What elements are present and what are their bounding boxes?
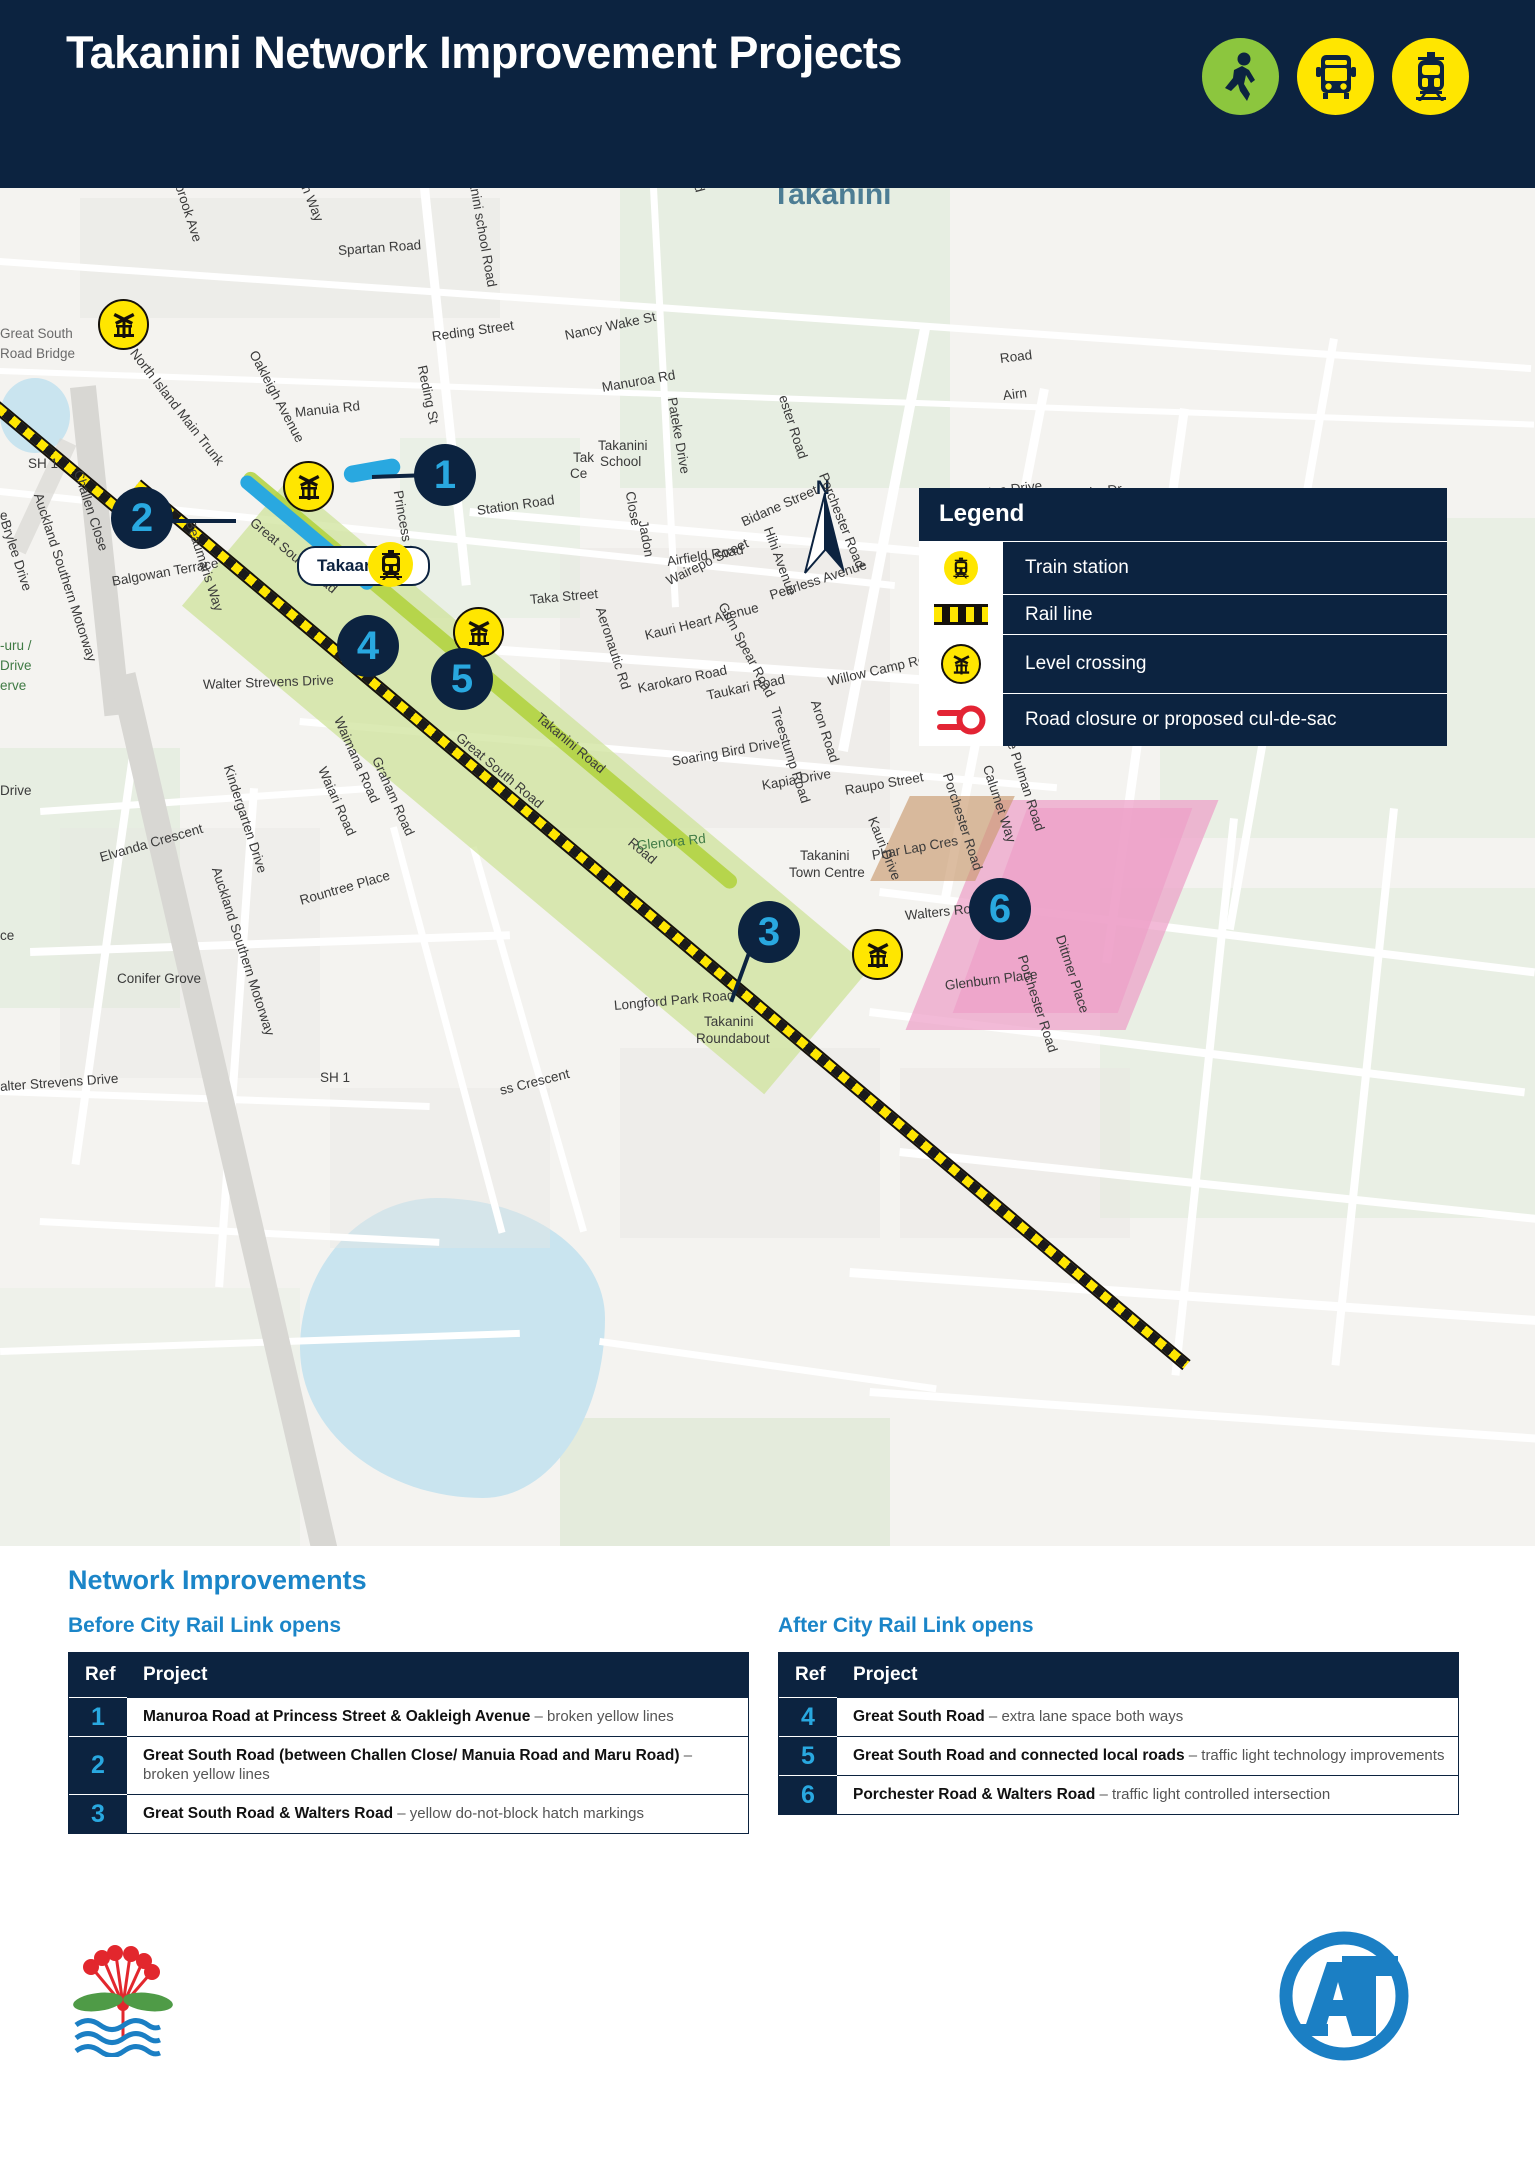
- table-row: 2 Great South Road (between Challen Clos…: [69, 1736, 748, 1795]
- before-row-2-ref: 2: [69, 1736, 127, 1795]
- map-label-drive-left: Drive: [0, 783, 32, 798]
- after-row-4-name: Great South Road: [853, 1708, 985, 1725]
- legend-label-level-crossing: Level crossing: [1025, 653, 1147, 674]
- pedestrian-icon: [1202, 38, 1279, 115]
- map-label-takanini-town-centre-2: Town Centre: [789, 865, 865, 880]
- level-crossing-icon: [919, 635, 1003, 693]
- rail-line-icon: [919, 595, 1003, 634]
- after-row-5-name: Great South Road and connected local roa…: [853, 1747, 1185, 1764]
- map-label-great-south-road-bridge: Great South: [0, 326, 73, 341]
- before-crl-heading: Before City Rail Link opens: [68, 1614, 342, 1637]
- legend-row-rail-line: Rail line: [919, 594, 1447, 634]
- legend-label-road-closure: Road closure or proposed cul-de-sac: [1025, 709, 1337, 730]
- before-row-2-name: Great South Road (between Challen Close/…: [143, 1747, 680, 1764]
- water-body: [300, 1198, 605, 1498]
- train-icon: [1392, 38, 1469, 115]
- north-letter: N: [816, 478, 830, 499]
- map-label-tak-ce-2: Ce: [570, 466, 588, 481]
- north-arrow: N: [800, 478, 850, 583]
- map-label-reserve-1: -uru /: [0, 638, 32, 653]
- before-row-3-name: Great South Road & Walters Road: [143, 1805, 394, 1822]
- legend-label-train-station: Train station: [1025, 557, 1129, 578]
- legend-label-rail-line: Rail line: [1025, 603, 1093, 625]
- before-crl-table: Ref Project 1 Manuroa Road at Princess S…: [68, 1652, 749, 1834]
- map-pin-3[interactable]: 3: [738, 901, 800, 963]
- map-label-takanini-school: Takanini: [598, 438, 648, 453]
- auckland-transport-logo: [1272, 1924, 1417, 2069]
- table-row: 5 Great South Road and connected local r…: [779, 1736, 1458, 1776]
- page-header: Takanini Network Improvement Projects: [0, 0, 1535, 188]
- map-label-sh1-b: SH 1: [320, 1070, 351, 1085]
- before-row-3-detail: – yellow do-not-block hatch markings: [393, 1805, 644, 1822]
- train-station-icon-takaanini[interactable]: [368, 542, 413, 587]
- after-row-6-detail: – traffic light controlled intersection: [1095, 1786, 1331, 1803]
- after-row-5-project: Great South Road and connected local roa…: [837, 1736, 1458, 1776]
- map-pin-6[interactable]: 6: [969, 878, 1031, 940]
- map-label-great-south-road-bridge-2: Road Bridge: [0, 346, 76, 361]
- map-label-tak-ce-1: Tak: [573, 450, 595, 465]
- train-station-icon: [919, 542, 1003, 594]
- map-pin-5[interactable]: 5: [431, 648, 493, 710]
- legend-row-level-crossing: Level crossing: [919, 634, 1447, 693]
- map-label-reserve-3: erve: [0, 678, 27, 693]
- map-label-ce-left: e: [0, 508, 8, 523]
- before-col-project: Project: [127, 1653, 748, 1698]
- map-label-ce-left2: ce: [0, 928, 15, 943]
- map-label-conifer-grove: Conifer Grove: [117, 971, 202, 986]
- suburb-label-takanini: Takanini: [772, 188, 892, 211]
- before-row-2-detail: – broken yellow lines: [143, 1747, 693, 1783]
- after-row-4-ref: 4: [779, 1697, 837, 1737]
- table-row: 4 Great South Road – extra lane space bo…: [779, 1697, 1458, 1737]
- improvements-panel: Network Improvements Before City Rail Li…: [0, 1546, 1535, 2173]
- level-crossing-icon-1[interactable]: [98, 299, 149, 350]
- legend-title: Legend: [939, 500, 1025, 527]
- after-crl-table: Ref Project 4 Great South Road – extra l…: [778, 1652, 1459, 1815]
- after-row-5-ref: 5: [779, 1736, 837, 1776]
- table-row: 6 Porchester Road & Walters Road – traff…: [779, 1775, 1458, 1814]
- legend-row-train-station: Train station: [919, 541, 1447, 594]
- map-label-takanini-roundabout-1: Takanini: [704, 1014, 754, 1029]
- page-title: Takanini Network Improvement Projects: [66, 27, 902, 78]
- map-pin-4[interactable]: 4: [337, 615, 399, 677]
- after-col-ref: Ref: [779, 1653, 837, 1698]
- before-col-ref: Ref: [69, 1653, 127, 1698]
- map-legend: Legend Train station: [919, 488, 1447, 746]
- before-row-1-project: Manuroa Road at Princess Street & Oaklei…: [127, 1697, 748, 1737]
- before-row-1-name: Manuroa Road at Princess Street & Oaklei…: [143, 1708, 531, 1725]
- map-label-takanini-town-centre-1: Takanini: [800, 848, 850, 863]
- road-closure-icon: [919, 694, 1003, 746]
- pin-2-leader: [166, 519, 236, 523]
- map-label-takanini-school-2: School: [600, 454, 642, 469]
- map-pin-1[interactable]: 1: [414, 444, 476, 506]
- table-row: 1 Manuroa Road at Princess Street & Oakl…: [69, 1697, 748, 1737]
- table-row: 3 Great South Road & Walters Road – yell…: [69, 1794, 748, 1833]
- mode-icons: [1202, 38, 1469, 115]
- level-crossing-icon-2[interactable]: [283, 461, 334, 512]
- map-label-airn: Airn: [1002, 385, 1028, 403]
- after-row-6-ref: 6: [779, 1775, 837, 1814]
- map-canvas[interactable]: Takanini N Great South Road Bridge Westb…: [0, 188, 1535, 1546]
- after-col-project: Project: [837, 1653, 1458, 1698]
- before-row-3-project: Great South Road & Walters Road – yellow…: [127, 1794, 748, 1833]
- after-crl-heading: After City Rail Link opens: [778, 1614, 1034, 1637]
- before-row-3-ref: 3: [69, 1794, 127, 1833]
- before-row-1-detail: – broken yellow lines: [530, 1708, 674, 1725]
- legend-row-road-closure: Road closure or proposed cul-de-sac: [919, 693, 1447, 746]
- after-row-6-project: Porchester Road & Walters Road – traffic…: [837, 1775, 1458, 1814]
- after-row-4-detail: – extra lane space both ways: [984, 1708, 1184, 1725]
- after-row-5-detail: – traffic light technology improvements: [1184, 1747, 1445, 1764]
- after-row-6-name: Porchester Road & Walters Road: [853, 1786, 1096, 1803]
- map-pin-2[interactable]: 2: [111, 487, 173, 549]
- before-row-2-project: Great South Road (between Challen Close/…: [127, 1736, 748, 1795]
- map-label-takanini-roundabout-2: Roundabout: [696, 1031, 770, 1046]
- improvements-heading: Network Improvements: [68, 1565, 367, 1595]
- auckland-council-logo: [68, 1937, 178, 2058]
- after-row-4-project: Great South Road – extra lane space both…: [837, 1697, 1458, 1737]
- map-label-reserve-2: Drive: [0, 658, 32, 673]
- level-crossing-icon-4[interactable]: [852, 929, 903, 980]
- map-label-sh1-a: SH 1: [28, 456, 59, 471]
- bus-icon: [1297, 38, 1374, 115]
- before-row-1-ref: 1: [69, 1697, 127, 1737]
- map-basemap: [0, 188, 1535, 1546]
